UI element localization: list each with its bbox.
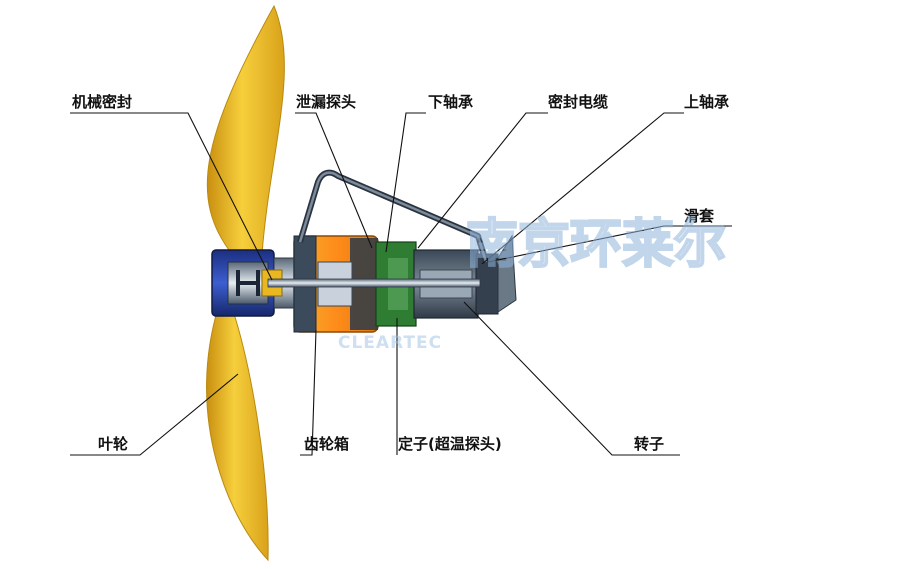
hub-h-mark bbox=[236, 270, 260, 296]
label-gearbox: 齿轮箱 bbox=[304, 435, 349, 453]
label-sealed-cable: 密封电缆 bbox=[548, 93, 608, 111]
label-impeller: 叶轮 bbox=[98, 435, 128, 453]
watermark-company-cn: 南京环莱尔 bbox=[466, 215, 726, 275]
lower-blade bbox=[206, 307, 269, 562]
label-leak-probe: 泄漏探头 bbox=[296, 93, 356, 111]
drive-shaft bbox=[267, 278, 481, 288]
upper-blade bbox=[206, 4, 285, 255]
lifting-handle-inner bbox=[298, 171, 488, 263]
label-rotor: 转子 bbox=[634, 435, 664, 453]
label-stator: 定子(超温探头) bbox=[398, 435, 502, 453]
label-upper-bearing: 上轴承 bbox=[684, 93, 729, 111]
label-sliding-sleeve: 滑套 bbox=[684, 207, 715, 225]
label-mechanical-seal: 机械密封 bbox=[72, 93, 132, 111]
label-lower-bearing: 下轴承 bbox=[428, 93, 473, 111]
watermark-company-en: CLEARTEC bbox=[338, 333, 442, 353]
leader-lines bbox=[70, 112, 732, 456]
